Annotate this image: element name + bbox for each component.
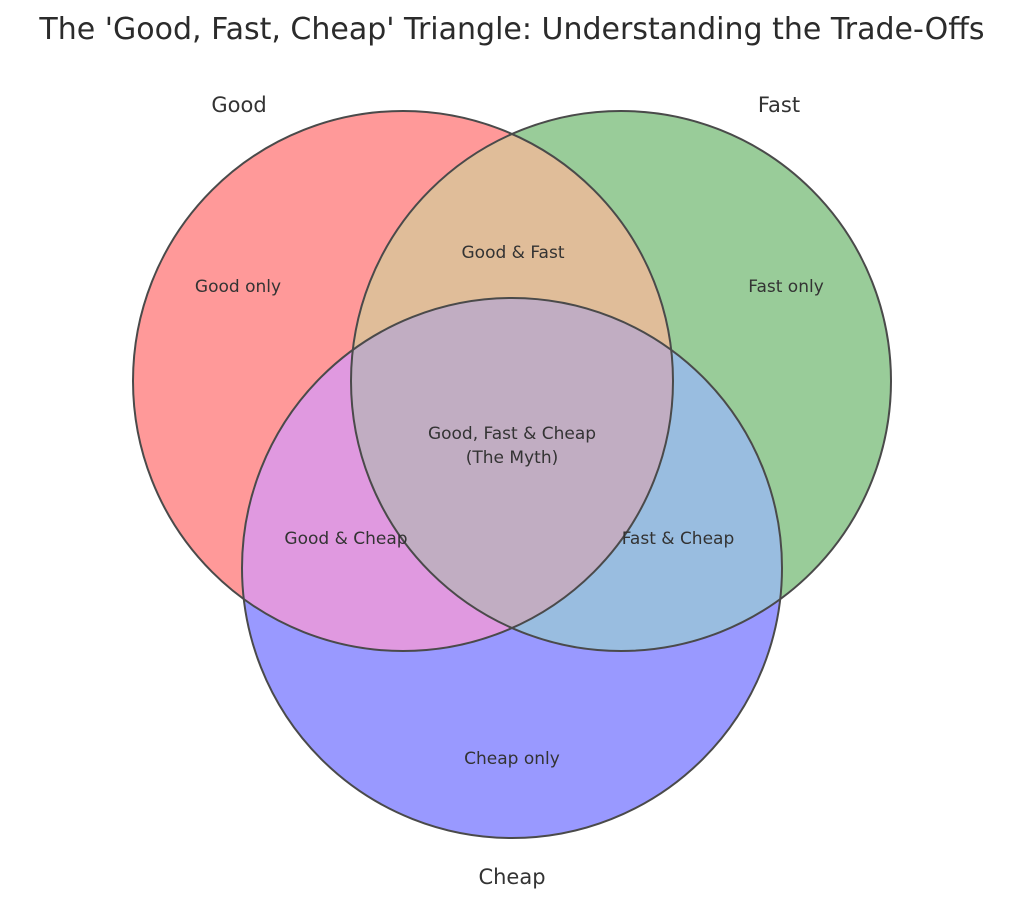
region-label-cheap-only: Cheap only	[464, 749, 560, 769]
region-label-good-only: Good only	[195, 277, 281, 297]
region-label-center-line1: Good, Fast & Cheap	[428, 424, 596, 444]
region-label-good-cheap: Good & Cheap	[284, 529, 407, 549]
circle-outline-fast	[350, 110, 892, 652]
venn-region-fills	[133, 111, 891, 838]
set-label-fast: Fast	[758, 93, 800, 117]
region-good-fast-cheap	[351, 298, 673, 651]
region-label-center-line2: (The Myth)	[466, 448, 558, 468]
region-center-clip-inner	[351, 298, 673, 651]
set-label-good: Good	[211, 93, 266, 117]
circle-outline-cheap	[241, 297, 783, 839]
circle-outlines	[132, 110, 892, 839]
region-label-fast-cheap: Fast & Cheap	[622, 529, 735, 549]
set-label-cheap: Cheap	[478, 865, 545, 889]
region-label-good-fast: Good & Fast	[462, 243, 565, 263]
circle-outline-good	[132, 110, 674, 652]
region-center-clip-outer	[351, 298, 673, 651]
chart-title: The 'Good, Fast, Cheap' Triangle: Unders…	[38, 12, 984, 47]
region-label-fast-only: Fast only	[748, 277, 824, 297]
